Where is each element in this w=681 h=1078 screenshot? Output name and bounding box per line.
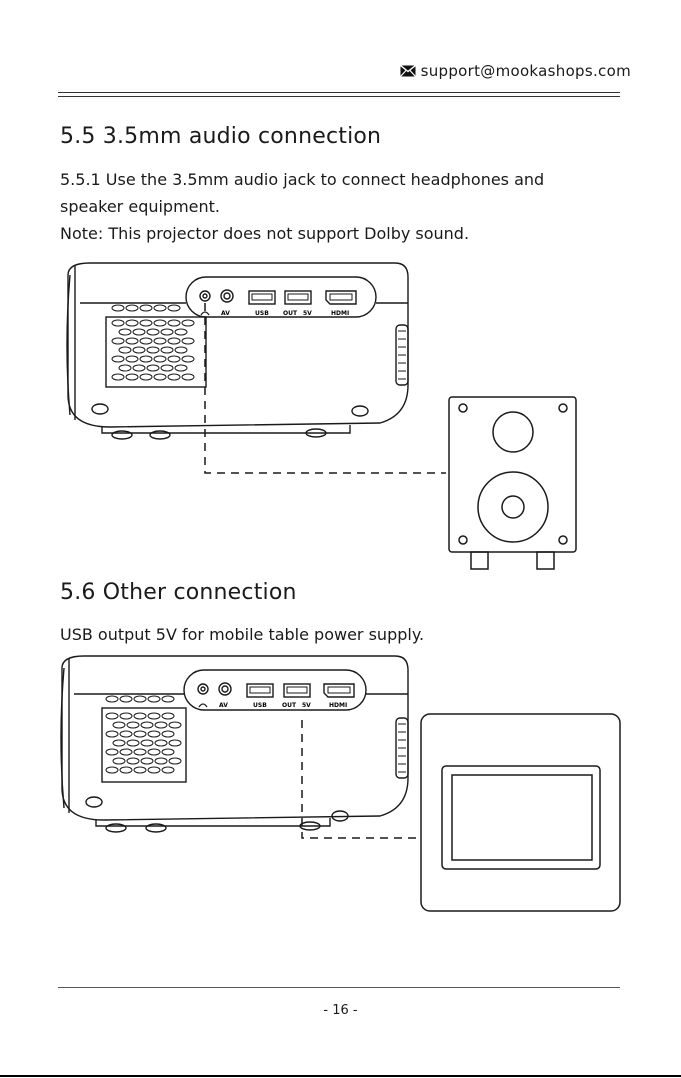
projector-drawing <box>67 263 408 439</box>
speaker-drawing <box>449 397 576 569</box>
mobile-device-drawing <box>421 714 620 911</box>
page-bottom-border <box>0 1075 681 1077</box>
header-divider <box>58 92 620 97</box>
audio-note: Note: This projector does not support Do… <box>60 220 469 247</box>
port-label-5v: 5V <box>303 310 312 317</box>
audio-instruction-line2: speaker equipment. <box>60 193 220 220</box>
other-section-text: USB output 5V for mobile table power sup… <box>60 621 424 648</box>
usb-connection-illustration: AV USB OUT 5V HDMI <box>0 648 681 918</box>
port-label-hdmi-2: HDMI <box>329 702 347 709</box>
audio-instruction-line1: 5.5.1 Use the 3.5mm audio jack to connec… <box>60 166 544 193</box>
port-label-5v-2: 5V <box>302 702 311 709</box>
port-label-av: AV <box>221 310 230 317</box>
audio-connection-illustration: AV USB OUT 5V HDMI <box>0 255 681 575</box>
projector-drawing-2 <box>61 656 408 832</box>
port-label-hdmi: HDMI <box>331 310 349 317</box>
port-label-usb-2: USB <box>253 702 267 709</box>
page-number: - 16 - <box>0 1003 681 1018</box>
footer-divider <box>58 987 620 988</box>
audio-section-title: 5.5 3.5mm audio connection <box>60 124 381 149</box>
port-label-usb: USB <box>255 310 269 317</box>
port-label-av-2: AV <box>219 702 228 709</box>
support-email[interactable]: support@mookashops.com <box>421 62 631 80</box>
envelope-icon <box>400 65 416 77</box>
other-section-title: 5.6 Other connection <box>60 580 297 605</box>
port-label-out-2: OUT <box>282 702 297 709</box>
port-label-out: OUT <box>283 310 298 317</box>
page-header: support@mookashops.com <box>400 62 631 80</box>
